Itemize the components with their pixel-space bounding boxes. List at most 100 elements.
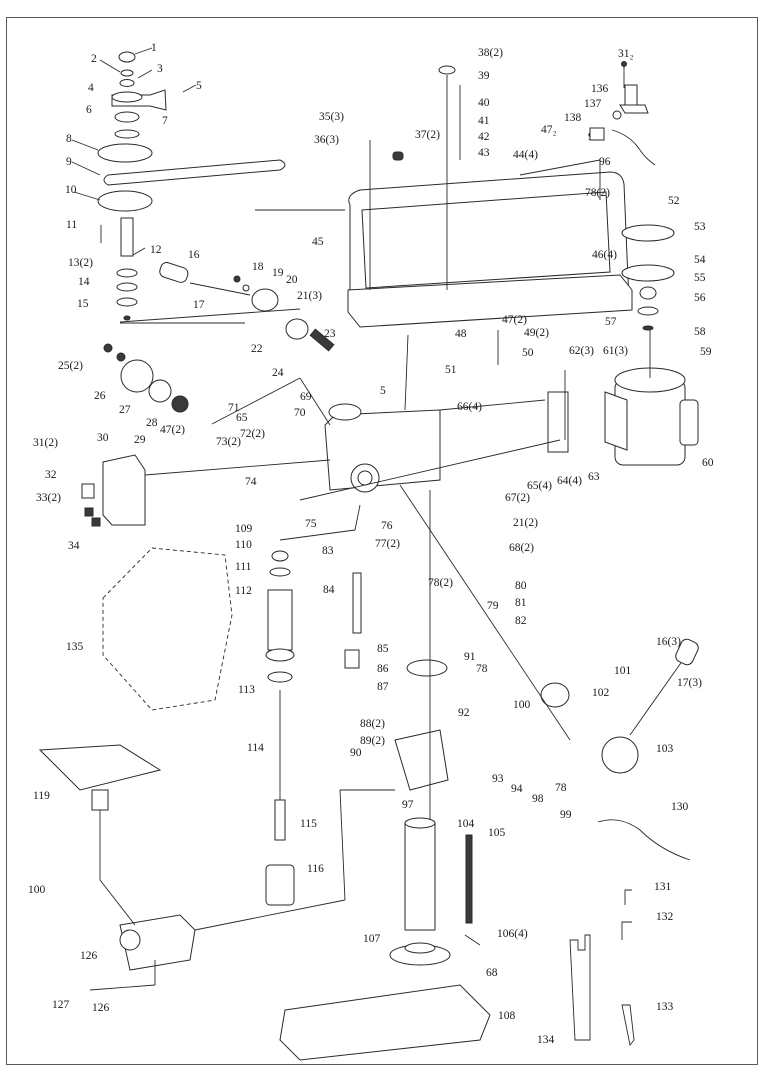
part-label: 8 <box>66 133 72 145</box>
part-label: 109 <box>235 523 253 535</box>
part-label: 130 <box>671 801 689 813</box>
part-label: 77(2) <box>375 538 400 550</box>
part-label: 51 <box>445 364 457 376</box>
spring-cap-part <box>171 395 189 413</box>
part-label: 65 <box>236 412 248 424</box>
part-label: 52 <box>668 195 680 207</box>
part-label: 93 <box>492 773 504 785</box>
part-label: 57 <box>605 316 617 328</box>
quill-assembly <box>265 550 362 906</box>
part-label: 82 <box>515 615 527 627</box>
part-label: 31₂ <box>618 48 634 60</box>
part-label: 6 <box>86 104 92 116</box>
part-label: 88(2) <box>360 718 385 730</box>
part-label: 102 <box>592 687 610 699</box>
part-label: 10 <box>65 184 77 196</box>
part-label: 36(3) <box>314 134 339 146</box>
part-label: 131 <box>654 881 672 893</box>
head-casting <box>324 399 546 493</box>
part-label: 4 <box>88 82 94 94</box>
v-belt-part <box>103 159 286 186</box>
part-label: 74 <box>245 476 257 488</box>
hub-part <box>251 288 279 312</box>
part-label: 87 <box>377 681 389 693</box>
part-label: 47(2) <box>160 424 185 436</box>
part-label: 68(2) <box>509 542 534 554</box>
part-label: 55 <box>694 272 706 284</box>
part-label: 135 <box>66 641 84 653</box>
part-label: 56 <box>694 292 706 304</box>
part-label: 67(2) <box>505 492 530 504</box>
part-label: 69 <box>300 391 312 403</box>
part-label: 62(3) <box>569 345 594 357</box>
part-label: 17(3) <box>677 677 702 689</box>
motor <box>547 224 699 466</box>
pulley-cap-part <box>118 51 136 63</box>
feed-shaft-assembly <box>103 262 335 413</box>
part-label: 54 <box>694 254 706 266</box>
part-label: 86 <box>377 663 389 675</box>
part-label: 15 <box>77 298 89 310</box>
part-label: 78 <box>476 663 488 675</box>
part-label: 99 <box>560 809 572 821</box>
bearing-part <box>114 111 140 123</box>
part-label: 126 <box>92 1002 110 1014</box>
part-label: 5 <box>380 385 386 397</box>
part-label: 48 <box>455 328 467 340</box>
part-label: 70 <box>294 407 306 419</box>
part-label: 30 <box>97 432 109 444</box>
ring-part-7 <box>114 129 140 139</box>
switch-electrics <box>589 61 656 166</box>
part-label: 45 <box>312 236 324 248</box>
spindle-pulley-stack <box>97 51 286 321</box>
part-label: 12 <box>150 244 162 256</box>
part-label: 104 <box>457 818 475 830</box>
part-label: 21(2) <box>513 517 538 529</box>
part-label: 73(2) <box>216 436 241 448</box>
part-label: 92 <box>458 707 470 719</box>
leader-lines <box>71 47 601 991</box>
part-label: 37(2) <box>415 129 440 141</box>
part-label: 79 <box>487 600 499 612</box>
part-label: 3 <box>157 63 163 75</box>
part-label: 60 <box>702 457 714 469</box>
part-label: 22 <box>251 343 263 355</box>
part-label: 58 <box>694 326 706 338</box>
part-label: 9 <box>66 156 72 168</box>
part-label: 2 <box>91 53 97 65</box>
part-label: 35(3) <box>319 111 344 123</box>
part-label: 115 <box>300 818 317 830</box>
part-label: 111 <box>235 561 252 573</box>
knob-part <box>159 262 189 283</box>
part-label: 114 <box>247 742 264 754</box>
part-label: 78(2) <box>428 577 453 589</box>
pinion-flange-part <box>285 318 309 340</box>
part-label: 108 <box>498 1010 516 1022</box>
part-label: 138 <box>564 112 582 124</box>
part-label: 21(3) <box>297 290 322 302</box>
part-label: 113 <box>238 684 255 696</box>
part-label: 34 <box>68 540 80 552</box>
part-label: 25(2) <box>58 360 83 372</box>
part-label: 24 <box>272 367 284 379</box>
part-label: 32 <box>45 469 57 481</box>
column-and-table <box>38 638 699 1061</box>
accessories <box>569 819 691 1047</box>
table-bracket-part <box>119 914 196 971</box>
part-label: 106(4) <box>497 928 528 940</box>
switch-box <box>81 454 146 527</box>
spindle-sleeve-part <box>120 217 134 257</box>
part-label: 71 <box>228 402 240 414</box>
part-label: 44(4) <box>513 149 538 161</box>
motor-mount-plate <box>547 391 569 453</box>
spindle-pulley-part <box>97 143 153 163</box>
part-label: 43 <box>478 147 490 159</box>
part-label: 7 <box>162 115 168 127</box>
part-label: 90 <box>350 747 362 759</box>
part-label: 96 <box>599 156 611 168</box>
pinion-shaft-part <box>309 328 335 352</box>
belt-guard <box>347 65 633 328</box>
part-label: 101 <box>614 665 632 677</box>
part-label: 5 <box>196 80 202 92</box>
